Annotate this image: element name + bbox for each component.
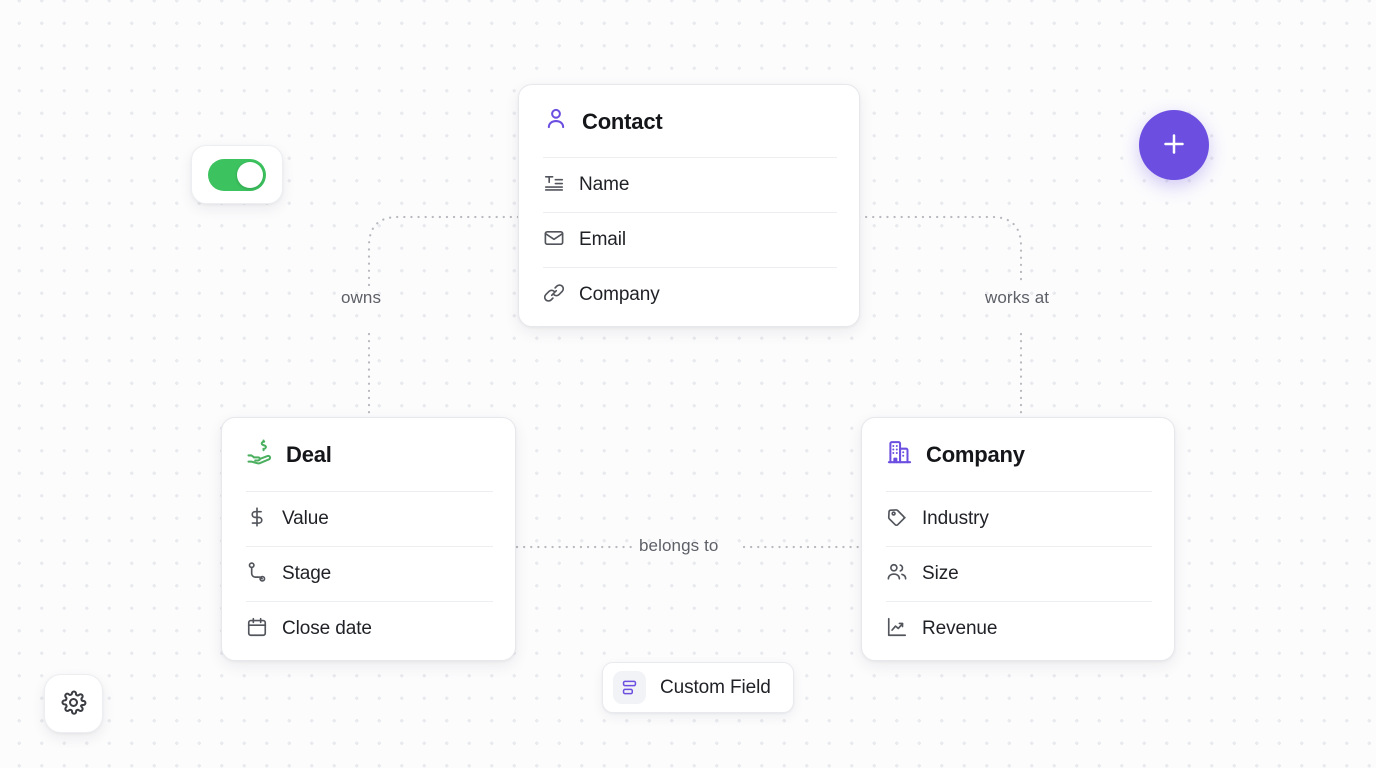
- field-row-stage[interactable]: Stage: [246, 546, 493, 601]
- field-row-close-date[interactable]: Close date: [246, 601, 493, 656]
- tag-icon: [886, 506, 908, 533]
- user-icon: [543, 106, 569, 137]
- field-label-industry: Industry: [922, 508, 989, 529]
- field-label-name: Name: [579, 174, 630, 195]
- field-row-value[interactable]: Value: [246, 491, 493, 546]
- card-header-contact: Contact: [519, 85, 859, 157]
- toggle-track[interactable]: [208, 158, 266, 191]
- field-row-company[interactable]: Company: [543, 267, 837, 322]
- field-row-email[interactable]: Email: [543, 212, 837, 267]
- visibility-toggle[interactable]: [191, 145, 283, 204]
- link-icon: [543, 282, 565, 309]
- settings-button[interactable]: [44, 674, 103, 733]
- field-label-stage: Stage: [282, 563, 332, 584]
- entity-card-company[interactable]: Company Industry: [861, 417, 1175, 661]
- field-label-email: Email: [579, 229, 627, 250]
- building-icon: [886, 439, 913, 471]
- envelope-icon: [543, 227, 565, 254]
- text-icon: [543, 172, 565, 199]
- card-title-contact: Contact: [582, 108, 663, 134]
- route-icon: [246, 561, 268, 588]
- entity-card-deal[interactable]: Deal Value: [221, 417, 516, 661]
- field-row-size[interactable]: Size: [886, 546, 1152, 601]
- card-header-deal: Deal: [222, 418, 515, 491]
- card-header-company: Company: [862, 418, 1174, 491]
- toggle-knob[interactable]: [237, 161, 263, 188]
- field-row-revenue[interactable]: Revenue: [886, 601, 1152, 656]
- connector-owns: [367, 215, 528, 417]
- field-row-name[interactable]: Name: [543, 157, 837, 212]
- field-label-close-date: Close date: [282, 618, 372, 639]
- custom-field-chip[interactable]: Custom Field: [602, 662, 794, 713]
- field-label-revenue: Revenue: [922, 618, 998, 639]
- custom-field-label: Custom Field: [660, 676, 771, 698]
- dollar-icon: [246, 506, 268, 533]
- field-list-company: Industry Size: [862, 491, 1174, 656]
- plus-icon: [1159, 129, 1189, 162]
- form-fields-icon: [613, 671, 646, 704]
- card-title-company: Company: [926, 442, 1025, 467]
- trending-up-icon: [886, 616, 908, 643]
- field-label-company: Company: [579, 284, 660, 305]
- field-list-deal: Value Stage: [222, 491, 515, 656]
- field-list-contact: Name Email: [519, 157, 859, 322]
- entity-card-contact[interactable]: Contact Name: [518, 84, 860, 327]
- users-icon: [886, 561, 908, 588]
- gear-icon: [60, 689, 87, 719]
- connector-label-owns: owns: [341, 288, 382, 307]
- calendar-icon: [246, 616, 268, 643]
- hand-money-icon: [246, 439, 273, 471]
- card-title-deal: Deal: [286, 442, 332, 467]
- add-entity-button[interactable]: [1139, 110, 1209, 180]
- connector-works-at: [857, 215, 1028, 417]
- field-row-industry[interactable]: Industry: [886, 491, 1152, 546]
- field-label-size: Size: [922, 563, 959, 584]
- field-label-value: Value: [282, 508, 329, 529]
- connector-label-works-at: works at: [985, 288, 1050, 307]
- connector-label-belongs-to: belongs to: [639, 536, 719, 555]
